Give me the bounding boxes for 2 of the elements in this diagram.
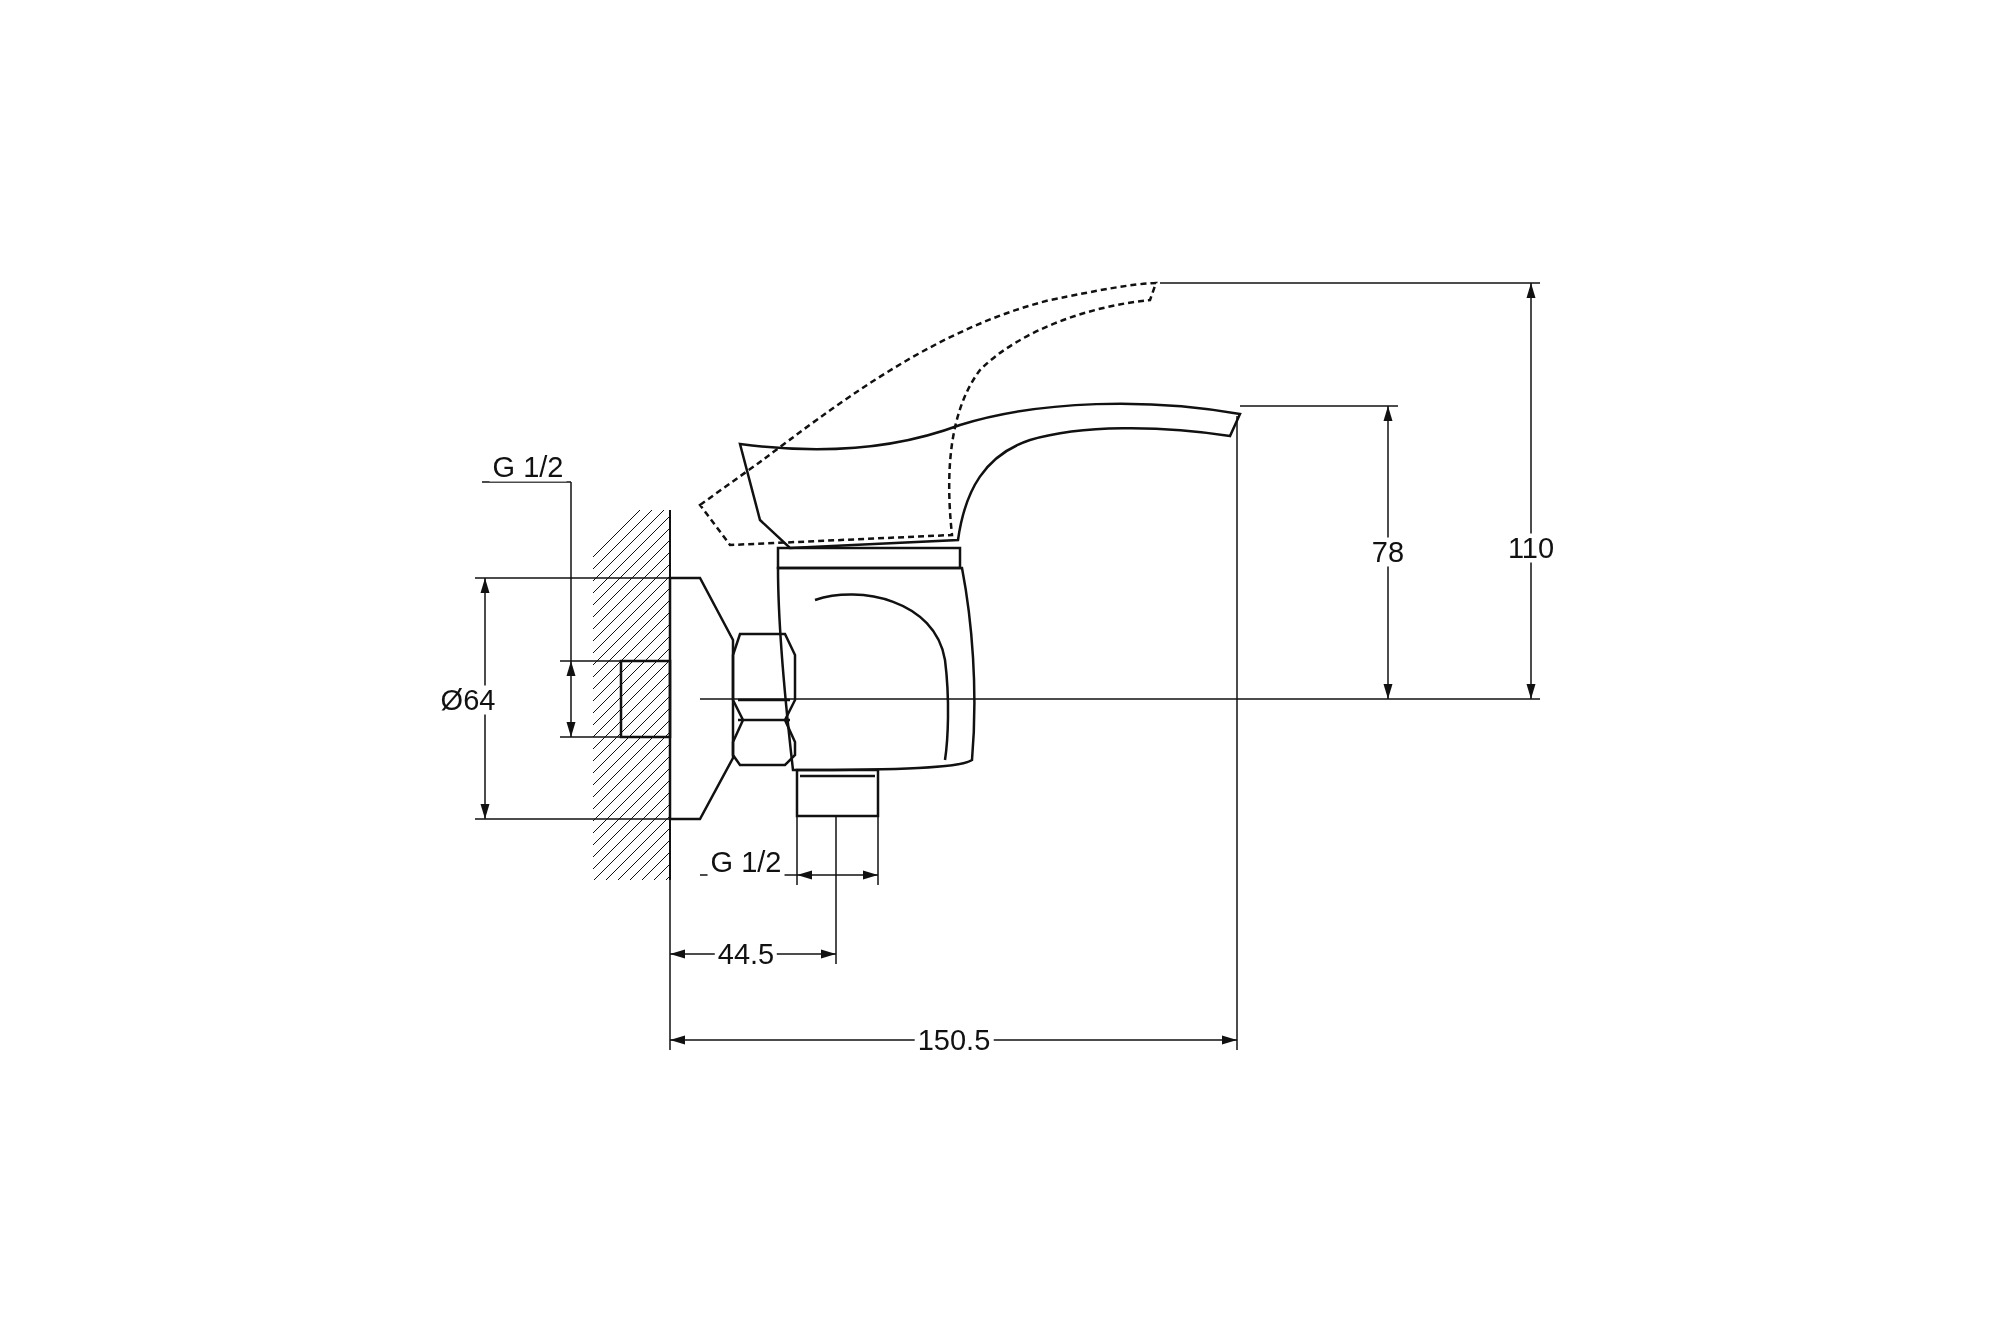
dimension-label: G 1/2: [489, 452, 567, 482]
dimension-label: G 1/2: [707, 847, 785, 877]
